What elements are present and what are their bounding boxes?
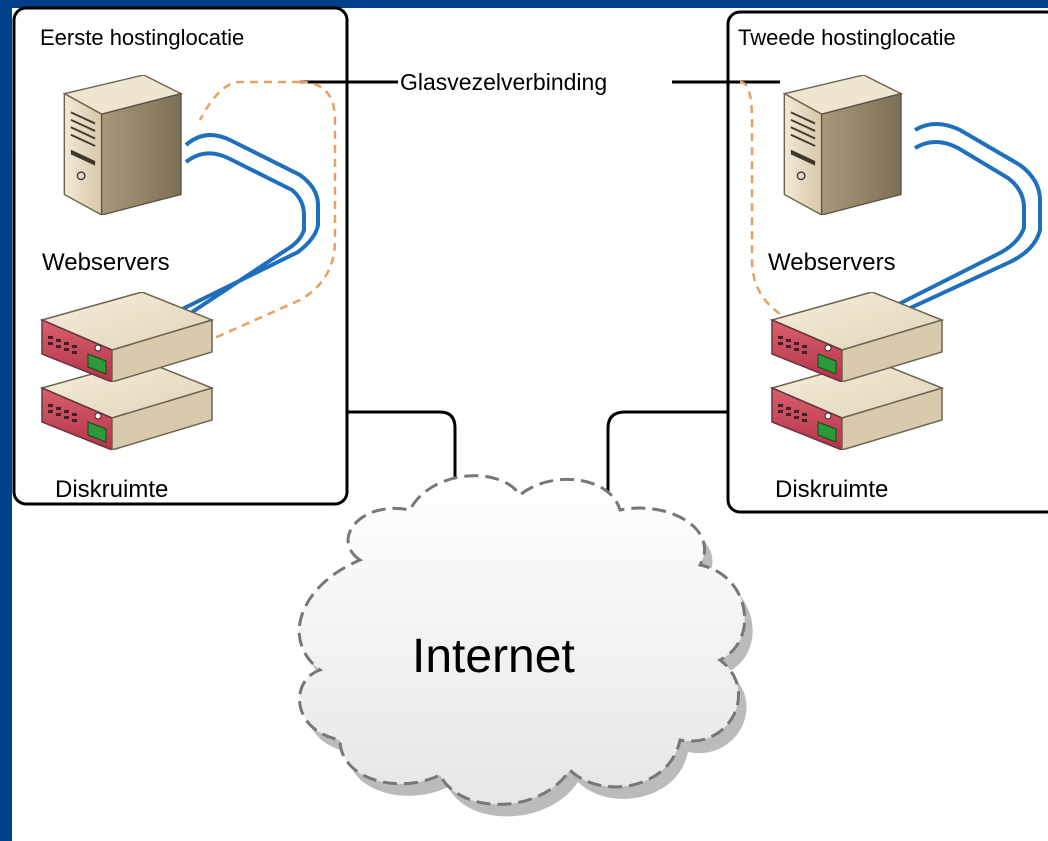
storage-label-second: Diskruimte [775, 476, 888, 503]
uplink-second [606, 410, 728, 518]
cloud-label: Internet [412, 630, 575, 683]
frame-left [0, 0, 12, 841]
storage-label-first: Diskruimte [55, 476, 168, 503]
fiber-link-label: Glasvezelverbinding [400, 69, 607, 95]
data-links-second [874, 122, 1042, 324]
management-link-first [198, 80, 337, 342]
data-links-first [159, 133, 320, 332]
server-icon [63, 75, 182, 215]
server-label-first: Webservers [42, 249, 170, 276]
cloud-icon [297, 474, 753, 817]
uplink-first [347, 410, 457, 505]
server-label-second: Webservers [768, 249, 896, 276]
site-title-second: Tweede hostinglocatie [738, 25, 956, 50]
site-title-first: Eerste hostinglocatie [40, 25, 244, 50]
server-icon [783, 75, 902, 215]
management-link-second [739, 80, 791, 322]
